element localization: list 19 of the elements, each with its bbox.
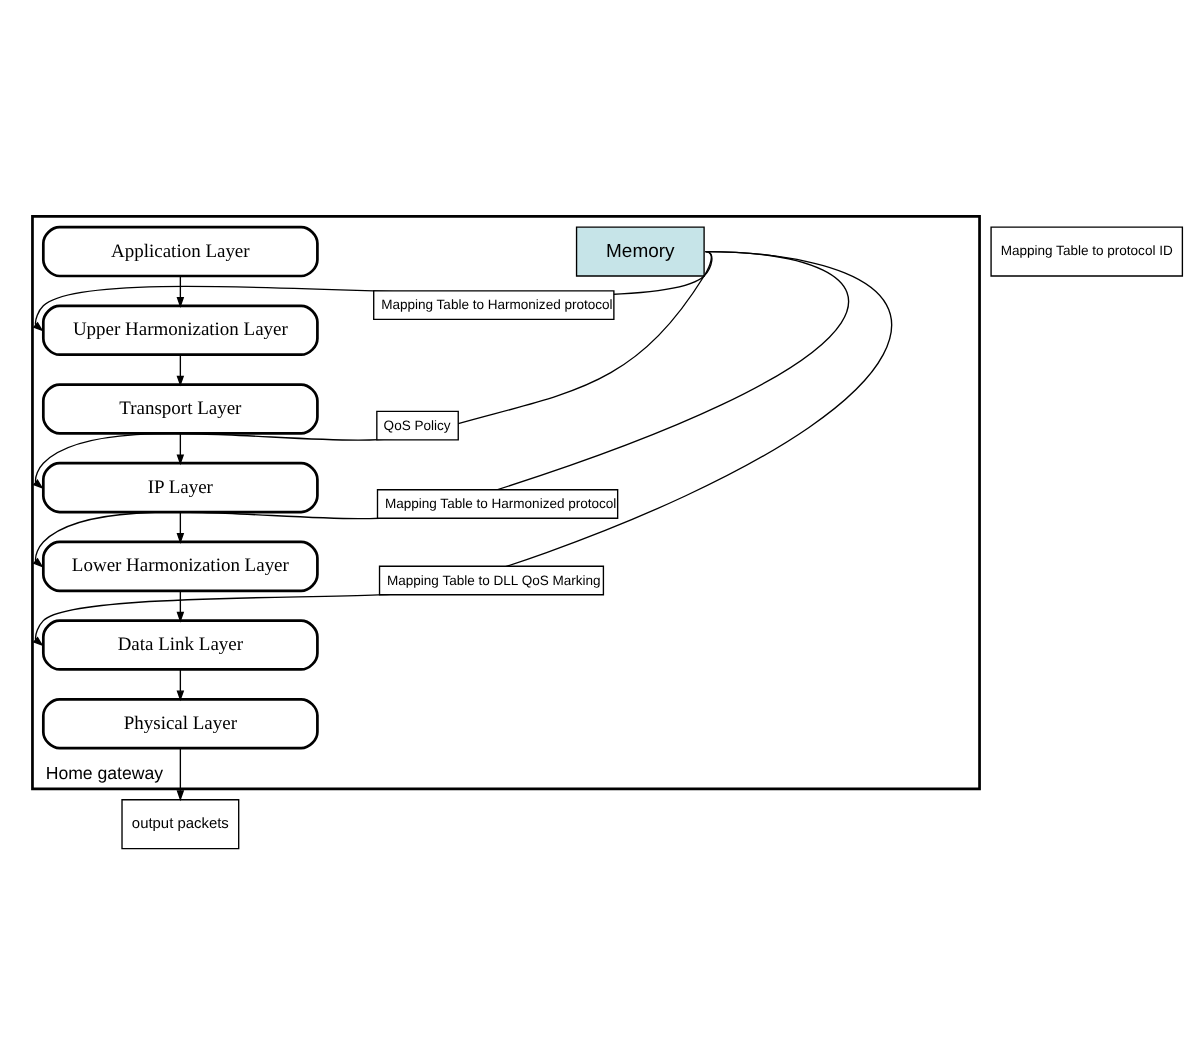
arrow	[176, 511, 185, 544]
arrow	[176, 275, 185, 308]
node-box: Application Layer	[41, 225, 319, 278]
node-box: Lower Harmonization Layer	[41, 540, 319, 593]
node-box: Upper Harmonization Layer	[41, 304, 319, 357]
arrow	[32, 250, 850, 568]
node-box: output packets	[121, 799, 240, 850]
node-box: Physical Layer	[41, 697, 319, 750]
arrow	[176, 432, 185, 466]
node-box: Transport Layer	[41, 383, 319, 435]
node-box: Data Link Layer	[41, 619, 319, 671]
node-box: IP Layer	[41, 461, 319, 514]
arrow	[32, 250, 712, 489]
arrow	[176, 747, 185, 802]
node-box: Memory	[575, 226, 705, 277]
arrow	[176, 354, 185, 387]
arrow	[176, 668, 185, 702]
arrow	[32, 250, 892, 647]
arrow	[176, 590, 185, 623]
